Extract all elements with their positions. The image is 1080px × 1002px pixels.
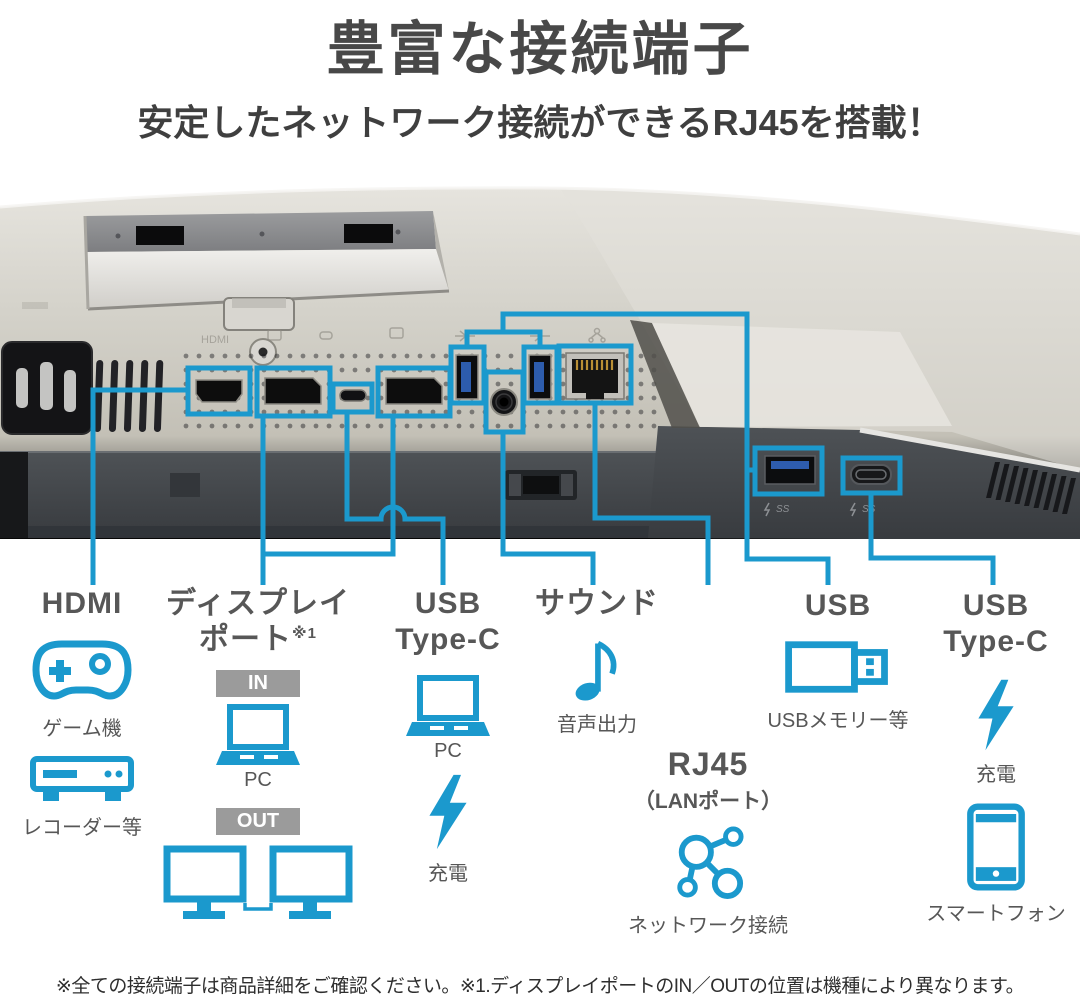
displayport-note-ref: ※1: [292, 625, 317, 642]
recorder-caption: レコーダー等: [22, 817, 142, 839]
monitor-rear-photo: HDMI: [0, 170, 1080, 585]
usb-c-pc-caption: PC: [434, 740, 462, 762]
displayport-label-line2: ポート: [199, 623, 293, 656]
displayport-label-line1: ディスプレイ: [166, 587, 350, 620]
dp1-print-icon: [267, 329, 282, 341]
footnote: ※全ての接続端子は商品詳細をご確認ください。※1.ディスプレイポートのIN／OU…: [55, 976, 1025, 997]
usb-c-charge-caption: 充電: [428, 863, 468, 885]
power-inlet: [1, 341, 93, 435]
vesa-mount-recess: [83, 211, 450, 331]
page-subtitle: 安定したネットワーク接続ができるRJ45を搭載！: [137, 102, 943, 143]
monitor-underside: SS SS: [0, 320, 1080, 540]
usb-c-label: USB Type-C: [363, 586, 533, 658]
network-caption: ネットワーク接続: [628, 915, 788, 937]
usb-ss-bolt-icon: [763, 502, 771, 517]
music-note-icon: [575, 640, 617, 701]
underside-usb-a-port: [764, 455, 816, 485]
column-usb: USB USBメモリー等: [748, 588, 928, 733]
sound-label: サウンド: [535, 587, 659, 620]
underside-usb-c-port: [850, 464, 892, 485]
port-print-markings: HDMI: [22, 302, 606, 346]
smartphone-icon: [967, 803, 1025, 891]
vent-slots: [93, 360, 164, 432]
edge-highlight-streak: [859, 427, 1080, 473]
usb-c-right-charge-caption: 充電: [976, 764, 1016, 786]
rear-ports: [195, 352, 625, 416]
hdmi-print-marking: HDMI: [201, 334, 229, 346]
dp2-print-icon: [389, 327, 404, 339]
usb-a-port-1: [455, 354, 479, 400]
hdmi-label: HDMI: [41, 587, 123, 620]
usb-c-port: [339, 389, 367, 402]
rj45-callout-line: [592, 403, 711, 585]
usb-callout-line: [464, 311, 831, 585]
smartphone-caption: スマートフォン: [926, 903, 1066, 925]
lightning-bolt-icon: [978, 679, 1014, 751]
corner-shadow-wedge: [630, 320, 700, 428]
column-usb-type-c-right: USB Type-C 充電 スマートフォン: [916, 588, 1076, 926]
displayport-callout-line-b: [265, 416, 396, 557]
audio-output-caption: 音声出力: [557, 714, 637, 736]
network-print-icon: [588, 327, 606, 343]
displayport-label: ディスプレイ ポート※1: [148, 586, 368, 658]
displayport-1: [264, 377, 322, 405]
dual-monitors-icon: [163, 845, 353, 919]
usb-c-label-line2: Type-C: [395, 623, 501, 656]
network-nodes-icon: [677, 826, 744, 899]
stand-clip-inset: [505, 470, 577, 500]
monitor-rear-illustration: HDMI: [0, 186, 1080, 585]
power-print-marking: [22, 302, 48, 309]
laptop-icon: [216, 704, 300, 765]
vesa-slot-left: [136, 226, 184, 245]
hdmi-callout-line: [90, 387, 188, 585]
column-usb-type-c: USB Type-C PC 充電: [363, 586, 533, 886]
game-console-caption: ゲーム機: [42, 718, 122, 740]
column-displayport: ディスプレイ ポート※1 IN PC OUT: [148, 586, 368, 921]
usb-a-ss-marking: SS: [776, 504, 790, 515]
usb-memory-caption: USBメモリー等: [767, 710, 909, 732]
rj45-label: RJ45: [667, 746, 749, 782]
underside-inset-left: [170, 473, 200, 497]
lightning-bolt-icon: [429, 774, 467, 850]
rj45-sublabel: （LANポート）: [633, 790, 783, 813]
audio-jack: [490, 388, 518, 416]
callout-lines: [90, 311, 996, 585]
displayport-2: [385, 377, 443, 405]
usb-c-right-callout-line: [868, 493, 996, 585]
usb-c-callout-line: [344, 412, 446, 585]
usb-a-port-2: [528, 354, 552, 400]
displayport-1-box: [254, 365, 333, 419]
column-rj45: RJ45 （LANポート） ネットワーク接続: [608, 746, 808, 938]
stand-release-clip: [223, 297, 295, 331]
usb-c-right-label: USB Type-C: [916, 588, 1076, 660]
photo-bottom-white: [0, 539, 1080, 585]
sound-callout-line: [500, 432, 596, 585]
usb-c-label-line1: USB: [414, 587, 482, 620]
rj45-port: [565, 352, 625, 400]
usb-memory-icon: [785, 641, 888, 693]
usb-c-ss-bolt-icon: [849, 502, 857, 517]
displayport-pc-caption: PC: [244, 769, 272, 791]
underside-left-black: [0, 452, 28, 538]
laptop-icon: [406, 675, 490, 736]
usb-c-right-label-line1: USB: [962, 589, 1030, 622]
usbc-print-icon: [319, 331, 333, 340]
out-badge: OUT: [216, 808, 300, 835]
usb-c-right-label-line2: Type-C: [943, 625, 1049, 658]
recorder-icon: [30, 756, 134, 801]
vesa-slot-right: [344, 224, 393, 243]
column-hdmi: HDMI ゲーム機 レコーダー等: [0, 586, 172, 840]
column-sound: サウンド 音声出力: [517, 586, 677, 737]
stand-column-highlight: [652, 323, 952, 427]
in-badge: IN: [216, 670, 300, 697]
hdmi-port: [195, 379, 243, 403]
page-title: 豊富な接続端子: [326, 17, 754, 82]
gamepad-icon: [32, 640, 132, 700]
underside-grille: [986, 462, 1077, 514]
usb-c-port-box: [330, 381, 375, 415]
usb-label: USB: [804, 589, 872, 622]
